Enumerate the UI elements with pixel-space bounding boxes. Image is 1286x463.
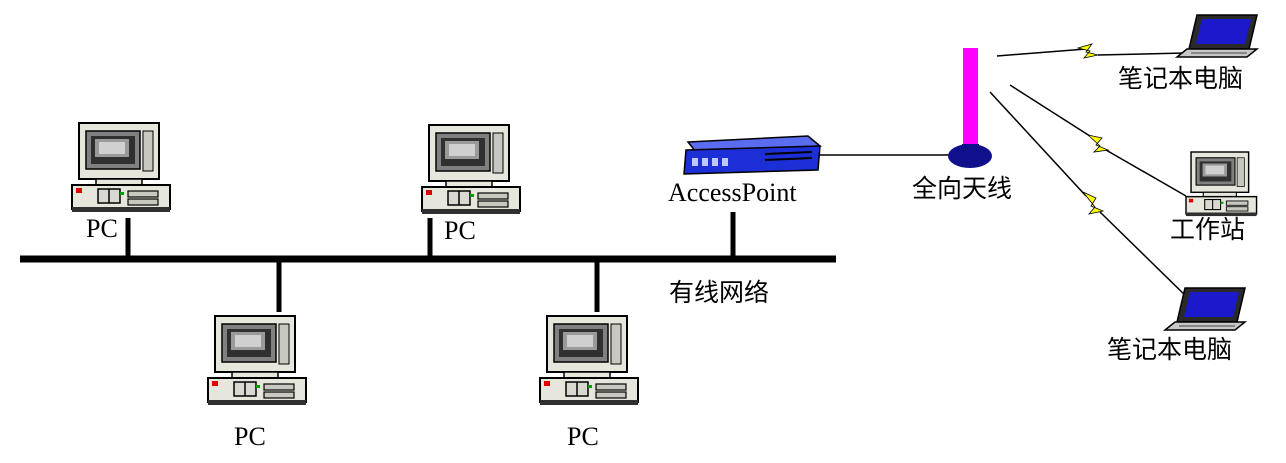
laptop-label: 笔记本电脑 [1118,64,1244,93]
wired-network-label: 有线网络 [669,278,770,307]
wireless-link-middle [1009,84,1187,197]
pc-label: PC [234,422,266,451]
workstation-label: 工作站 [1170,215,1246,244]
wireless-link-top [996,43,1186,59]
workstation-icon [1185,151,1258,217]
access-point-label: AccessPoint [668,178,797,207]
antenna-icon [948,48,992,168]
wireless-link-bottom [989,91,1191,301]
access-point-icon [683,135,822,175]
omni-antenna-label: 全向天线 [912,174,1013,203]
laptop-icon [1176,14,1258,58]
pc-icon [71,122,171,213]
pc-icon [207,315,307,406]
pc-label: PC [86,214,118,243]
pc-label: PC [444,216,476,245]
pc-label: PC [567,422,599,451]
pc-icon [421,124,521,215]
pc-icon [539,315,639,406]
laptop-icon [1164,287,1246,331]
laptop-label: 笔记本电脑 [1107,335,1233,364]
